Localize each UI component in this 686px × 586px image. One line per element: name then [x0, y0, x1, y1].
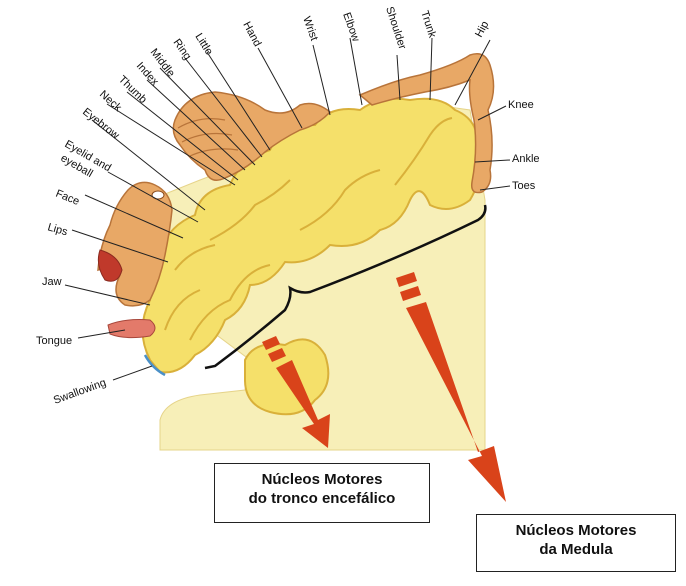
homunculus-eye	[151, 190, 165, 200]
label-hand: Hand	[240, 20, 263, 49]
arrow-tronco	[262, 336, 330, 448]
label-lips: Lips	[46, 221, 69, 238]
label-neck: Neck	[97, 88, 124, 114]
homunculus-finger-3	[189, 148, 239, 157]
label-hip: Hip	[473, 19, 491, 39]
label-face: Face	[54, 188, 81, 208]
arrow-medula	[396, 272, 506, 502]
box-tronco-line1: Núcleos Motores	[261, 471, 383, 488]
homunculus-face	[97, 181, 173, 307]
leader-lines	[64, 37, 511, 381]
cortex-fold-1	[189, 264, 271, 341]
homunculus-mouth	[97, 249, 123, 282]
label-trunk: Trunk	[418, 9, 438, 40]
label-ring: Ring	[171, 37, 194, 62]
cortex-fold-3	[299, 169, 381, 231]
box-tronco-line2: do tronco encefálico	[248, 490, 396, 507]
label-knee: Knee	[508, 99, 534, 111]
brace	[204, 204, 487, 370]
homunculus-finger-1	[177, 118, 226, 129]
cortex-fold-2	[209, 179, 291, 241]
homunculus-throat	[143, 354, 166, 377]
box-nucleos-tronco: Núcleos Motores do tronco encefálico	[214, 463, 430, 523]
box-medula-line1: Núcleos Motores	[515, 522, 637, 539]
label-tongue: Tongue	[36, 335, 72, 347]
box-nucleos-medula: Núcleos Motores da Medula	[476, 514, 676, 572]
homunculus-leg	[358, 53, 495, 194]
label-elbow: Elbow	[340, 11, 362, 43]
cortex-fold-6	[174, 244, 216, 271]
label-swallowing: Swallowing	[52, 377, 108, 407]
homunculus-tongue	[107, 319, 156, 339]
homunculus-hand	[172, 91, 332, 181]
label-jaw: Jaw	[42, 276, 62, 288]
label-little: Little	[192, 31, 214, 57]
cortex-fold-5	[164, 289, 201, 331]
label-ankle: Ankle	[512, 153, 540, 165]
label-toes: Toes	[512, 180, 536, 192]
label-wrist: Wrist	[300, 15, 320, 42]
cortex-fold-4	[394, 117, 453, 186]
label-shoulder: Shoulder	[383, 5, 408, 51]
box-medula-line2: da Medula	[539, 541, 613, 558]
